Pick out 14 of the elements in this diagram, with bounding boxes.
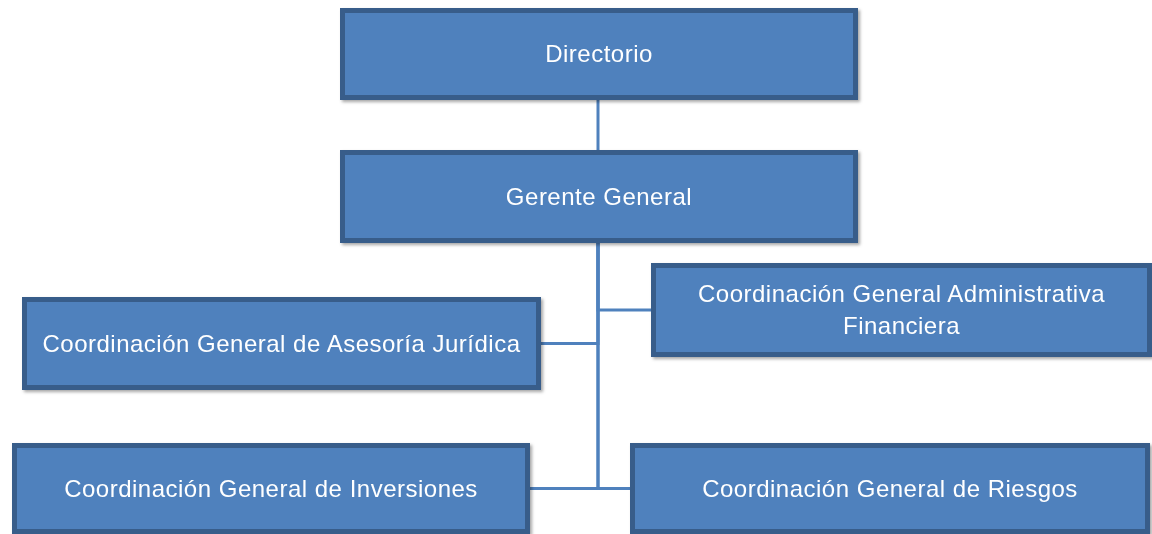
org-box: [651, 263, 1152, 357]
box-label: Coordinación General de Inversiones: [63, 473, 479, 504]
box-label: Coordinación General de Riesgos: [701, 473, 1079, 504]
connector-line: [596, 100, 600, 150]
box-label: Gerente General: [504, 181, 694, 212]
org-box: [22, 297, 541, 390]
box-label: Coordinación General Administrativa Financiera: [697, 279, 1106, 341]
org-box: [12, 443, 530, 534]
box-label: Directorio: [544, 39, 654, 69]
org-box: [340, 150, 858, 243]
org-box: [630, 443, 1150, 534]
org-box: [340, 8, 858, 100]
box-label: Coordinación General de Asesoría Jurídica: [41, 328, 522, 359]
connector-line: [596, 243, 630, 490]
